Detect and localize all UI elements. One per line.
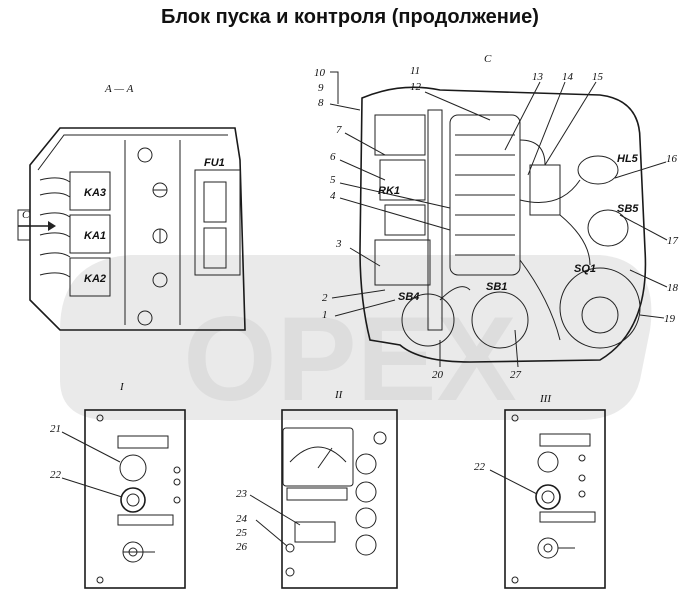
callout-13: 13	[532, 71, 544, 83]
arrow-c-label: C	[22, 209, 30, 221]
view-c: C RK1 HL5 SB5 SQ1 SB4 SB1	[314, 53, 679, 381]
sb4-label: SB4	[398, 291, 419, 303]
callout-15: 15	[592, 71, 604, 83]
ka3-label: KA3	[84, 187, 106, 199]
callout-8: 8	[318, 97, 324, 109]
callout-24: 24	[236, 513, 248, 525]
panel-ii: II 23 24 25 26	[236, 389, 398, 589]
panel-iii-label: III	[539, 393, 552, 405]
callout-7: 7	[336, 124, 342, 136]
sq1-label: SQ1	[574, 263, 596, 275]
callout-3: 3	[335, 238, 342, 250]
callout-21: 21	[50, 423, 61, 435]
callout-19: 19	[664, 313, 676, 325]
callout-9: 9	[318, 82, 324, 94]
watermark-text: OPEX	[183, 292, 516, 426]
panel-ii-label: II	[334, 389, 344, 401]
panel-iii: III 22	[474, 393, 606, 589]
callout-6: 6	[330, 151, 336, 163]
callout-20: 20	[432, 369, 444, 381]
callout-17: 17	[667, 235, 679, 247]
ka2-label: KA2	[84, 273, 106, 285]
sb5-label: SB5	[617, 203, 639, 215]
callout-22b: 22	[474, 461, 486, 473]
callout-10: 10	[314, 67, 326, 79]
ka1-label: KA1	[84, 230, 106, 242]
rk1-label: RK1	[378, 185, 400, 197]
callout-2: 2	[322, 292, 328, 304]
callout-26: 26	[236, 541, 248, 553]
callout-14: 14	[562, 71, 574, 83]
fu1-label: FU1	[204, 157, 225, 169]
callout-1: 1	[322, 309, 328, 321]
callout-4: 4	[330, 190, 336, 202]
view-c-label: C	[484, 53, 492, 65]
callout-5: 5	[330, 174, 336, 186]
callout-12: 12	[410, 81, 422, 93]
section-aa: A — A C KA3 KA1 KA2 FU1	[17, 83, 246, 331]
section-aa-label: A — A	[104, 83, 134, 95]
callout-25: 25	[236, 527, 248, 539]
hl5-label: HL5	[617, 153, 639, 165]
page-title: Блок пуска и контроля (продолжение)	[161, 6, 539, 28]
callout-18: 18	[667, 282, 679, 294]
panel-i-label: I	[119, 381, 125, 393]
callout-23: 23	[236, 488, 248, 500]
sb1-label: SB1	[486, 281, 507, 293]
callout-22: 22	[50, 469, 62, 481]
callout-11: 11	[410, 65, 420, 77]
callout-27: 27	[510, 369, 522, 381]
watermark: OPEX	[60, 255, 652, 426]
callout-16: 16	[666, 153, 678, 165]
panel-i: I 21 22	[50, 381, 186, 589]
